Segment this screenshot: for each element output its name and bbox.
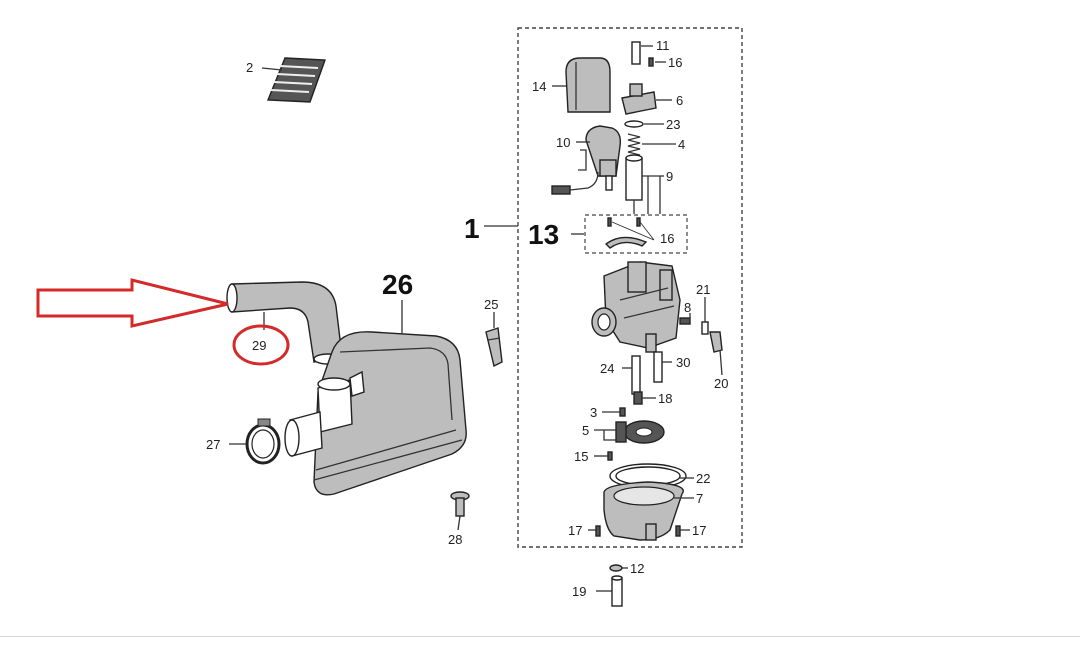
part-12-clip: [609, 564, 623, 572]
part-8-screw: [679, 317, 691, 325]
callout-16-plate: 16: [660, 231, 674, 246]
callout-15: 15: [574, 449, 588, 464]
part-17-screw-right: [675, 525, 681, 537]
part-11-pin: [631, 41, 641, 65]
callout-7: 7: [696, 491, 703, 506]
part-7-float-bowl: [603, 481, 684, 541]
callout-13: 13: [528, 219, 559, 250]
part-28-bolt: [450, 491, 470, 517]
callout-14: 14: [532, 79, 546, 94]
part-25-clip: [485, 327, 503, 368]
part-3-screw: [619, 407, 626, 417]
callout-24: 24: [600, 361, 614, 376]
callout-11: 11: [656, 38, 670, 53]
part-16-screw-top: [648, 57, 654, 67]
part-6-cap: [621, 83, 657, 115]
part-18-jet: [633, 391, 643, 405]
part-19-tube: [611, 575, 623, 607]
callout-25: 25: [484, 297, 498, 312]
part-5-float: [615, 420, 665, 444]
callout-12: 12: [630, 561, 644, 576]
part-9-slide: [625, 154, 643, 214]
callout-3: 3: [590, 405, 597, 420]
callout-20: 20: [714, 376, 728, 391]
part-17-screw-left: [595, 525, 601, 537]
part-13-plate-assembly: [604, 217, 648, 249]
part-29-intake-hose: [226, 281, 343, 365]
callout-19: 19: [572, 584, 586, 599]
callout-29: 29: [252, 338, 266, 353]
part-24-needle-jet: [631, 355, 641, 395]
callout-17-right: 17: [692, 523, 706, 538]
highlight-arrow: [36, 278, 229, 328]
callout-28: 28: [448, 532, 462, 547]
callout-30: 30: [676, 355, 690, 370]
callout-18: 18: [658, 391, 672, 406]
callout-17-left: 17: [568, 523, 582, 538]
part-15-pin: [607, 451, 613, 461]
callout-22: 22: [696, 471, 710, 486]
page-divider: [0, 636, 1080, 637]
callout-4: 4: [678, 137, 685, 152]
part-20-tube: [709, 331, 723, 353]
carburetor-body: [591, 261, 681, 353]
callout-27: 27: [206, 437, 220, 452]
callout-26: 26: [382, 269, 413, 300]
callout-23: 23: [666, 117, 680, 132]
carburetor-group-boundary: [517, 27, 743, 548]
callout-6: 6: [676, 93, 683, 108]
callout-10: 10: [556, 135, 570, 150]
subgroup-13-boundary: [584, 214, 688, 254]
part-30-jet: [653, 351, 663, 383]
part-26-air-filter-housing: [284, 331, 467, 496]
part-10-choke: [551, 125, 622, 195]
part-21-jet: [701, 321, 709, 335]
callout-21: 21: [696, 282, 710, 297]
callout-16-top: 16: [668, 55, 682, 70]
part-2-filter-element: [266, 57, 326, 103]
part-22-gasket: [609, 463, 687, 489]
callout-9: 9: [666, 169, 673, 184]
part-14-cover: [565, 57, 611, 113]
part-4-spring: [627, 133, 641, 156]
part-23-o-ring: [624, 120, 644, 128]
callout-8: 8: [684, 300, 691, 315]
callout-5: 5: [582, 423, 589, 438]
part-27-clamp: [245, 418, 281, 465]
callout-2: 2: [246, 60, 253, 75]
highlight-circle-29: [232, 324, 290, 366]
callout-1: 1: [464, 213, 480, 244]
